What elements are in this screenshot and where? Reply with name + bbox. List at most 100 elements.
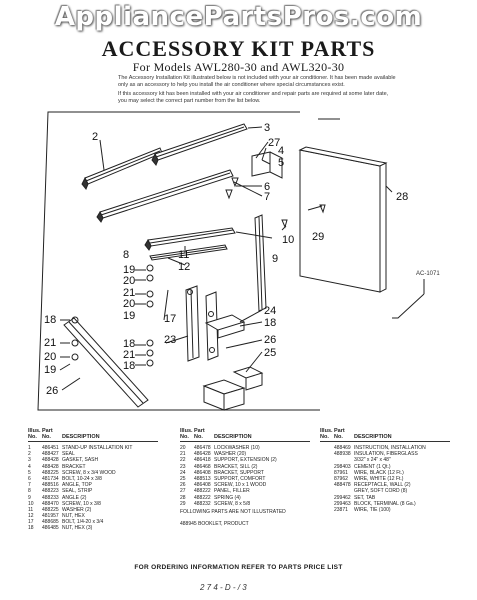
callout-21a: 21 (123, 287, 135, 299)
ordering-info: FOR ORDERING INFORMATION REFER TO PARTS … (134, 564, 343, 571)
intro-paragraph-1: The Accessory Installation Kit illustrat… (118, 75, 396, 88)
callout-11: 11 (178, 249, 189, 261)
part-description: WASHER (2) (62, 506, 92, 513)
part-number: 488225 (42, 469, 59, 476)
callout-18c: 18 (123, 360, 135, 372)
table-row: GREY, SOFT CORD (8) (320, 488, 450, 494)
part-description: PANEL, FILLER (214, 488, 250, 495)
part-number: 488938 (334, 451, 351, 458)
illus-number: 6 (28, 475, 31, 482)
part-description: SPRING (4) (214, 494, 241, 501)
callout-27: 27 (268, 137, 280, 149)
callout-26: 26 (264, 334, 276, 346)
part-description: SEAL (62, 451, 75, 458)
illus-number: 12 (28, 513, 34, 520)
part-number: 481734 (42, 475, 59, 482)
part-description: GASKET, SASH (62, 457, 99, 464)
part-description: ANGLE, TOP (62, 482, 92, 489)
illus-number: 8 (28, 488, 31, 495)
part-description: RECEPTACLE, WALL (2) (354, 482, 411, 489)
callout-7: 7 (264, 191, 270, 203)
page-title: ACCESSORY KIT PARTS (101, 36, 376, 61)
callout-21c: 21 (123, 349, 135, 361)
callout-5: 5 (278, 157, 284, 169)
illus-number: 10 (28, 500, 34, 507)
callout-25: 26 (46, 385, 58, 397)
illus-number: 27 (180, 488, 186, 495)
part-number: 488222 (194, 494, 211, 501)
callout-29: 29 (312, 231, 324, 243)
part-number: 299463 (334, 500, 351, 507)
illus-number: 20 (180, 445, 186, 451)
part-number: 486418 (194, 457, 211, 464)
part-number: 488428 (42, 457, 59, 464)
part-number: 486408 (194, 469, 211, 476)
callout-20a: 20 (123, 275, 135, 287)
callout-18a: 18 (44, 314, 56, 326)
callout-24: 25 (264, 347, 276, 359)
page-subtitle: For Models AWL280-30 and AWL320-30 (132, 60, 345, 74)
illus-number: 24 (180, 469, 186, 476)
part-description: STAND-UP INSTALLATION KIT (62, 445, 133, 451)
part-description: NUT, HEX (3) (62, 525, 93, 532)
part-number: 486408 (194, 482, 211, 489)
part-description: SCREW, 8 x 3/4 WOOD (62, 469, 116, 476)
callout-8: 8 (123, 249, 129, 261)
part-description: BRACKET, SILL (2) (214, 463, 258, 470)
part-number: 488513 (194, 475, 211, 482)
part-description: BRACKET, SUPPORT (214, 469, 264, 476)
callout-12: 12 (178, 261, 190, 273)
illus-number: 7 (28, 482, 31, 489)
illus-number: 25 (180, 475, 186, 482)
callout-21b: 21 (44, 337, 56, 349)
part-number: 481957 (42, 513, 59, 520)
illus-number: 29 (180, 500, 186, 507)
illus-number: 18 (28, 525, 34, 532)
callout-22: 23 (164, 334, 176, 346)
illus-number: 23 (180, 463, 186, 470)
part-description: INSTRUCTION, INSTALLATION (354, 445, 426, 451)
exploded-parts-diagram: 2 3 27 4 5 6 7 28 29 10 9 11 12 8 19 20 … (37, 111, 425, 411)
callout-18b: 18 (123, 338, 135, 350)
intro-paragraph-2: If this accessory kit has been installed… (118, 91, 389, 104)
part-description: GREY, SOFT CORD (8) (354, 488, 408, 495)
callout-28: 28 (396, 191, 408, 203)
part-number: 488225 (42, 506, 59, 513)
part-description: SUPPORT, COMFORT (214, 475, 266, 482)
part-description: WIRE, TIE (100) (354, 506, 391, 513)
illus-number: 26 (180, 482, 186, 489)
figure-code: AC-1071 (416, 271, 440, 277)
not-illustrated-note: FOLLOWING PARTS ARE NOT ILLUSTRATED (180, 508, 286, 515)
callout-4: 4 (278, 145, 284, 157)
callout-3: 3 (264, 122, 270, 134)
part-description: LOCKWASHER (10) (214, 445, 260, 451)
callout-23: 24 (264, 305, 276, 317)
part-number: 488516 (42, 482, 59, 489)
part-number: 486485 (42, 525, 59, 532)
part-description: SCREW, 8 x 5/8 (214, 500, 251, 507)
part-number: 488685 (42, 519, 59, 526)
illus-number: 21 (180, 451, 186, 458)
illus-number: 3 (28, 457, 31, 464)
illus-number: 9 (28, 494, 31, 501)
